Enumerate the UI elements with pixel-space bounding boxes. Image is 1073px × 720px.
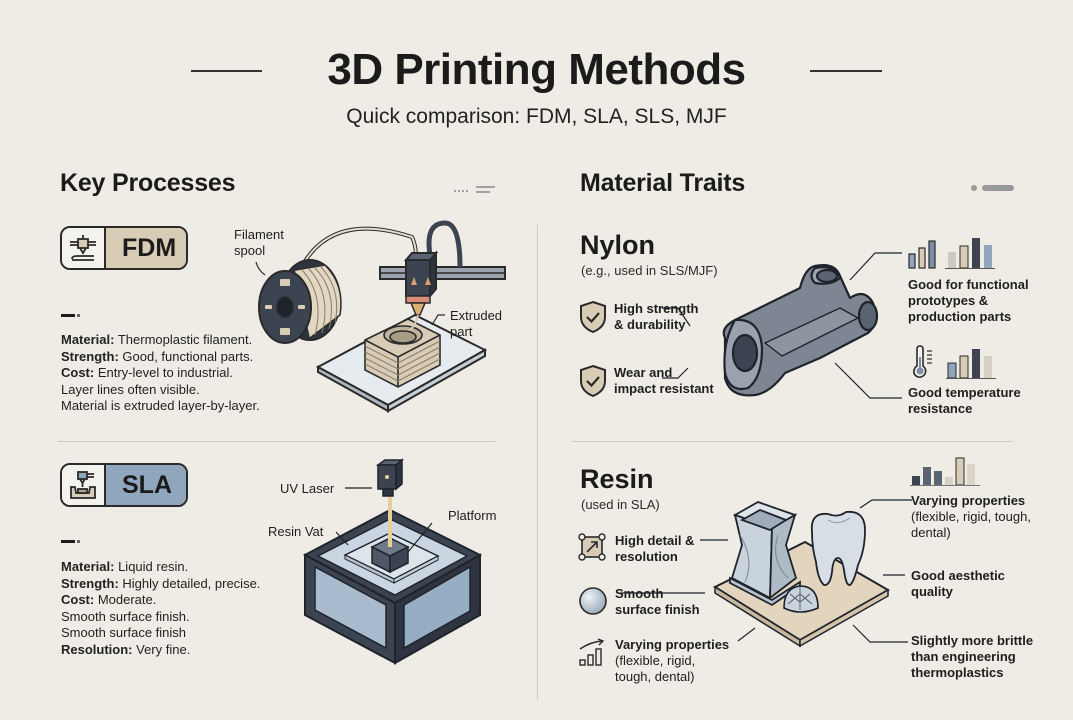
column-divider bbox=[537, 225, 538, 700]
fdm-spec-marker bbox=[61, 314, 80, 317]
bar-chart-icon bbox=[910, 455, 982, 487]
resize-detail-icon bbox=[578, 533, 606, 561]
sla-spec-resolution: Resolution: Very fine. bbox=[61, 641, 191, 657]
sla-vat-illustration bbox=[290, 455, 500, 675]
fdm-spec-layer-lines: Layer lines often visible. bbox=[61, 381, 200, 397]
fdm-spec-material: Material: Thermoplastic filament. bbox=[61, 332, 253, 347]
section-decoration-dots bbox=[454, 186, 496, 194]
sla-spec-list: Material: Liquid resin. Strength: Highly… bbox=[61, 559, 281, 658]
thermometer-icon bbox=[912, 345, 934, 379]
right-section-divider bbox=[572, 441, 1013, 442]
nylon-trait-temperature: Good temperature resistance bbox=[908, 385, 1021, 416]
resin-trait-smooth: Smooth surface finish bbox=[615, 586, 700, 617]
sla-badge[interactable]: SLA bbox=[60, 463, 188, 507]
sla-spec-cost: Cost: Moderate. bbox=[61, 592, 157, 607]
nylon-trait-strength: High strength & durability bbox=[614, 301, 699, 332]
material-name-nylon: Nylon bbox=[580, 230, 656, 260]
left-section-divider bbox=[58, 441, 495, 442]
bar-chart-icon bbox=[908, 236, 998, 270]
title-rule-left bbox=[191, 70, 262, 72]
nylon-trait-functional: Good for functional prototypes & product… bbox=[908, 277, 1029, 324]
resin-trait-aesthetic: Good aesthetic quality bbox=[911, 568, 1005, 599]
sphere-icon bbox=[578, 586, 608, 616]
shield-check-icon bbox=[578, 364, 608, 398]
title-rule-right bbox=[810, 70, 882, 72]
sla-spec-finish-1: Smooth surface finish. bbox=[61, 608, 190, 624]
resin-trait-detail: High detail & resolution bbox=[615, 533, 695, 564]
fdm-label-extruded-part: Extruded part bbox=[450, 308, 503, 339]
fdm-printer-icon bbox=[62, 228, 106, 268]
material-subtitle-nylon: (e.g., used in SLS/MJF) bbox=[581, 263, 718, 278]
trend-bars-icon bbox=[578, 637, 608, 667]
section-title-material-traits: Material Traits bbox=[580, 169, 746, 197]
nylon-bracket-illustration bbox=[662, 248, 910, 418]
nylon-trait-wear: Wear and impact resistant bbox=[614, 365, 714, 396]
page-title: 3D Printing Methods bbox=[327, 45, 746, 94]
resin-trait-varying: Varying properties (flexible, rigid, tou… bbox=[615, 637, 730, 684]
fdm-badge-label: FDM bbox=[106, 228, 186, 268]
sla-spec-finish-2: Smooth surface finish bbox=[61, 625, 187, 640]
fdm-spec-list: Material: Thermoplastic filament. Streng… bbox=[61, 332, 281, 415]
fdm-printer-illustration bbox=[240, 215, 510, 425]
resin-trait-brittle: Slightly more brittle than engineering t… bbox=[911, 633, 1034, 680]
sla-label-platform: Platform bbox=[448, 508, 497, 523]
fdm-spec-extruded: Material is extruded layer-by-layer. bbox=[61, 398, 260, 413]
sla-label-resin-vat: Resin Vat bbox=[268, 524, 324, 539]
sla-label-uv-laser: UV Laser bbox=[280, 481, 335, 496]
shield-check-icon bbox=[578, 300, 608, 334]
page-subtitle: Quick comparison: FDM, SLA, SLS, MJF bbox=[346, 105, 727, 128]
section-decoration-pill bbox=[970, 184, 1015, 192]
sla-badge-label: SLA bbox=[106, 465, 186, 505]
resin-trait-varying-right: Varying properties (flexible, rigid, tou… bbox=[911, 493, 1031, 540]
material-subtitle-resin: (used in SLA) bbox=[581, 497, 660, 512]
fdm-label-filament-spool: Filament spool bbox=[234, 227, 284, 258]
sla-spec-material: Material: Liquid resin. bbox=[61, 559, 189, 574]
bar-chart-icon bbox=[946, 346, 998, 380]
section-title-key-processes: Key Processes bbox=[60, 169, 236, 197]
material-name-resin: Resin bbox=[580, 464, 654, 494]
fdm-badge[interactable]: FDM bbox=[60, 226, 188, 270]
sla-laser-vat-icon bbox=[62, 465, 106, 505]
fdm-spec-cost: Cost: Entry-level to industrial. bbox=[61, 365, 233, 380]
sla-spec-marker bbox=[61, 540, 80, 543]
fdm-spec-strength: Strength: Good, functional parts. bbox=[61, 348, 254, 364]
resin-parts-illustration bbox=[620, 490, 912, 650]
sla-spec-strength: Strength: Highly detailed, precise. bbox=[61, 575, 261, 591]
